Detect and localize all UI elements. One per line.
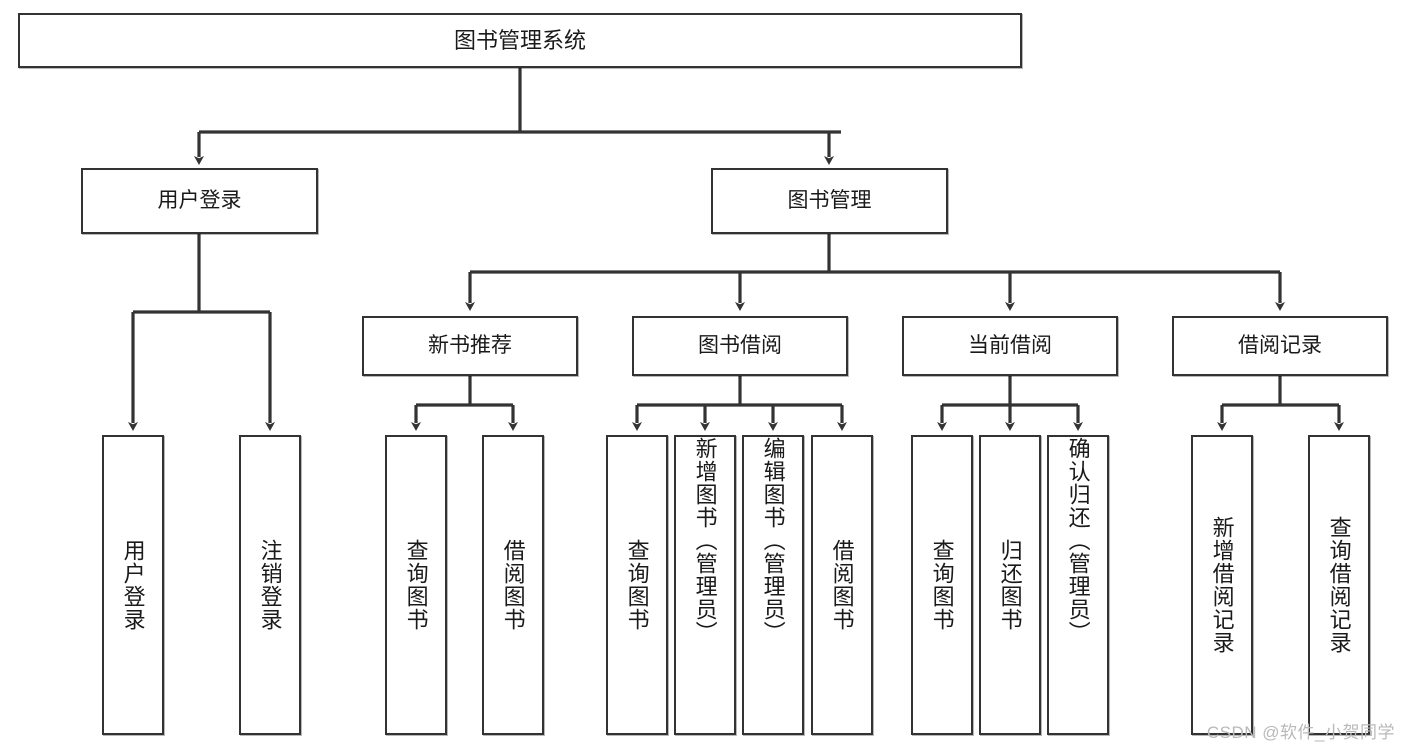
node-book-management[interactable]: 图书管理 <box>711 168 948 234</box>
node-user-login[interactable]: 用户登录 <box>81 168 318 234</box>
node-current-borrow[interactable]: 当前借阅 <box>902 316 1118 376</box>
watermark-text: CSDN @软件_小贺同学 <box>1206 723 1395 742</box>
node-label: 图书管理 <box>787 188 872 212</box>
leaf-confirm-return-admin[interactable]: 确认归还（管理员） <box>1047 435 1109 735</box>
leaf-borrow-book-recommend[interactable]: 借阅图书 <box>482 435 544 735</box>
node-new-book-recommend[interactable]: 新书推荐 <box>362 316 578 376</box>
node-label: 新增图书（管理员） <box>692 437 718 644</box>
leaf-query-book-recommend[interactable]: 查询图书 <box>385 435 447 735</box>
leaf-query-book-current[interactable]: 查询图书 <box>911 435 973 735</box>
node-label: 确认归还（管理员） <box>1065 437 1091 644</box>
node-label: 归还图书 <box>997 539 1023 631</box>
leaf-query-borrow-record[interactable]: 查询借阅记录 <box>1308 435 1370 735</box>
leaf-edit-book-admin[interactable]: 编辑图书（管理员） <box>742 435 804 735</box>
node-label: 查询图书 <box>624 539 650 631</box>
node-root-system[interactable]: 图书管理系统 <box>18 13 1022 68</box>
node-label: 新书推荐 <box>428 333 512 357</box>
leaf-return-book[interactable]: 归还图书 <box>979 435 1041 735</box>
node-label: 编辑图书（管理员） <box>760 437 786 644</box>
node-label: 借阅图书 <box>829 539 855 631</box>
node-label: 图书借阅 <box>698 333 782 357</box>
node-label: 当前借阅 <box>968 333 1052 357</box>
node-label: 借阅图书 <box>500 539 526 631</box>
node-label: 查询图书 <box>929 539 955 631</box>
leaf-borrow-book[interactable]: 借阅图书 <box>811 435 873 735</box>
leaf-logout-login[interactable]: 注销登录 <box>239 435 301 735</box>
node-label: 新增借阅记录 <box>1209 516 1235 654</box>
node-label: 查询借阅记录 <box>1326 516 1352 654</box>
node-label: 注销登录 <box>257 539 283 631</box>
node-book-borrow[interactable]: 图书借阅 <box>632 316 848 376</box>
node-label: 借阅记录 <box>1238 333 1322 357</box>
node-borrow-record[interactable]: 借阅记录 <box>1172 316 1388 376</box>
node-label: 用户登录 <box>157 188 242 212</box>
leaf-add-borrow-record[interactable]: 新增借阅记录 <box>1191 435 1253 735</box>
node-label: 查询图书 <box>403 539 429 631</box>
node-label: 用户登录 <box>120 539 146 631</box>
node-label: 图书管理系统 <box>453 27 586 53</box>
leaf-user-login[interactable]: 用户登录 <box>102 435 164 735</box>
leaf-add-book-admin[interactable]: 新增图书（管理员） <box>674 435 736 735</box>
leaf-query-book-borrow[interactable]: 查询图书 <box>606 435 668 735</box>
